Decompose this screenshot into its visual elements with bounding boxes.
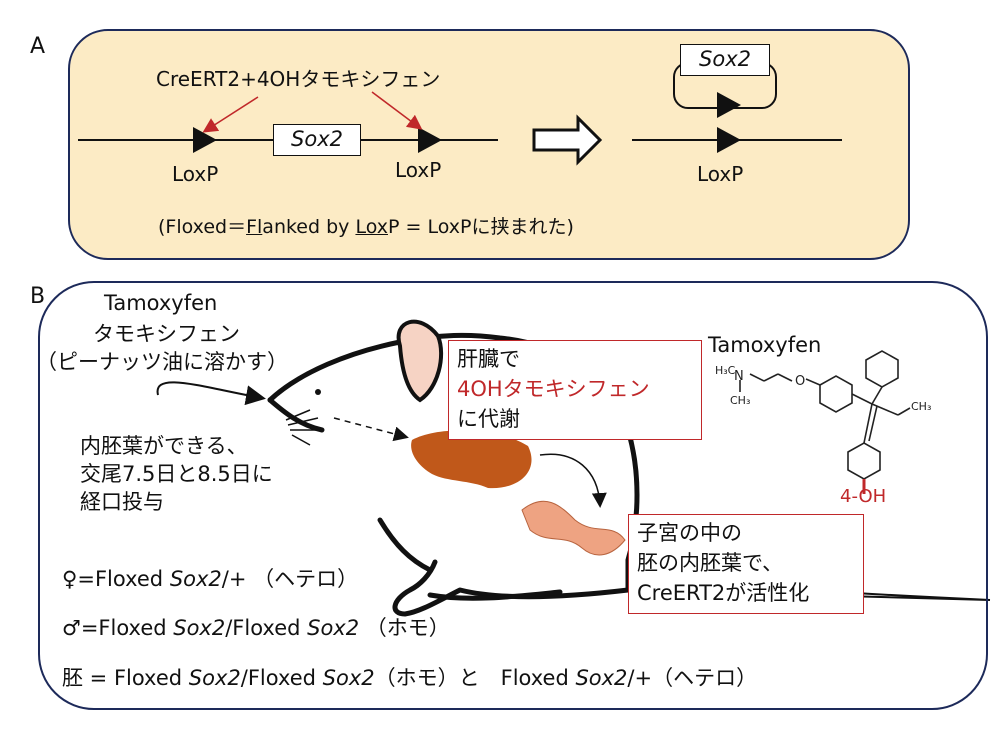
- embryo-mid-2: （ホモ）と Floxed: [374, 666, 576, 690]
- male-genotype: ♂=Floxed Sox2/Floxed Sox2 （ホモ）: [62, 612, 450, 642]
- female-gene: Sox2: [169, 567, 222, 591]
- mouse-ear: [396, 319, 444, 403]
- drug-name-en: Tamoxyfen: [104, 291, 218, 315]
- embryo-gene-3: Sox2: [575, 666, 628, 690]
- footnote-lox: Lox: [355, 216, 388, 238]
- footnote-fl: Fl: [246, 216, 263, 238]
- loxp-left-label: LoxP: [172, 162, 219, 186]
- embryo-genotype: 胚 = Floxed Sox2/Floxed Sox2（ホモ）と Floxed …: [62, 662, 757, 692]
- liver-to-embryo-arrow: [539, 453, 607, 508]
- uterus-line-2: 胚の内胚葉で、: [637, 551, 784, 575]
- dosing-line-3: 経口投与: [80, 490, 164, 514]
- structure-title: Tamoxyfen: [708, 333, 822, 357]
- mouse-whiskers: [285, 409, 320, 446]
- male-suffix: （ホモ）: [359, 616, 450, 640]
- loxp-left-triangle: [193, 127, 217, 153]
- floxed-footnote: (Floxed＝Flanked by LoxP = LoxPに挟まれた): [158, 212, 574, 239]
- liver-line-2: 4OHタモキシフェン: [457, 377, 650, 401]
- liver-line-1: 肝臓で: [457, 347, 520, 371]
- male-gene-2: Sox2: [307, 616, 360, 640]
- footnote-suffix: P = LoxPに挟まれた): [388, 216, 574, 238]
- mouse-eye: [315, 389, 321, 395]
- loxp-result-label: LoxP: [697, 162, 744, 186]
- footnote-anked: anked by: [262, 216, 356, 238]
- tamoxifen-structure: [739, 350, 911, 494]
- male-gene-1: Sox2: [173, 616, 226, 640]
- dose-arrow: [156, 381, 266, 406]
- female-prefix: ♀=Floxed: [62, 567, 170, 591]
- embryo-gene-2: Sox2: [322, 666, 375, 690]
- excised-gene-box: Sox2: [680, 44, 770, 76]
- embryo-prefix: 胚 = Floxed: [62, 666, 189, 690]
- male-mid: /Floxed: [225, 616, 308, 640]
- sox2-gene-label: Sox2: [291, 127, 343, 151]
- panel-b: [38, 281, 988, 710]
- embryo-shape: [521, 500, 626, 556]
- mouth-to-liver-arrow: [333, 417, 409, 442]
- embryo-gene-1: Sox2: [188, 666, 241, 690]
- enzyme-label: CreERT2+4OHタモキシフェン: [156, 67, 441, 91]
- result-arrow: [532, 114, 603, 166]
- red-arrow-left: [202, 96, 259, 133]
- loxp-right-label: LoxP: [395, 158, 442, 182]
- female-genotype: ♀=Floxed Sox2/+ （ヘテロ）: [62, 563, 358, 593]
- loxp-right-triangle: [418, 127, 442, 153]
- excised-loxp-triangle: [717, 92, 741, 118]
- female-suffix: /+ （ヘテロ）: [221, 567, 359, 591]
- footnote-prefix: (Floxed＝: [158, 216, 247, 238]
- uterus-line-1: 子宮の中の: [637, 521, 742, 545]
- structure-ch3-c: CH₃: [911, 400, 931, 413]
- dosing-line-2: 交尾7.5日と8.5日に: [80, 462, 273, 486]
- liver-callout: 肝臓で 4OHタモキシフェン に代謝: [448, 340, 702, 440]
- structure-n: N: [734, 369, 744, 384]
- panel-b-letter: B: [30, 284, 46, 309]
- drug-note: （ピーナッツ油に溶かす）: [36, 350, 288, 374]
- structure-4oh-label: 4-OH: [840, 486, 887, 507]
- liver-line-3: に代謝: [457, 407, 520, 431]
- male-prefix: ♂=Floxed: [62, 616, 174, 640]
- embryo-mid-1: /Floxed: [240, 666, 323, 690]
- embryo-suffix: /+（ヘテロ）: [627, 666, 758, 690]
- red-arrow-right: [371, 91, 423, 130]
- loxp-result-triangle: [717, 127, 741, 153]
- liver-shape: [411, 430, 532, 489]
- structure-o: O: [795, 374, 805, 389]
- sox2-gene-box: Sox2: [273, 124, 361, 156]
- structure-ch3-a: H₃C: [715, 364, 736, 377]
- drug-name-jp: タモキシフェン: [93, 322, 240, 346]
- excised-gene-label: Sox2: [699, 47, 751, 71]
- uterus-callout: 子宮の中の 胚の内胚葉で、 CreERT2が活性化: [628, 514, 864, 614]
- dosing-line-1: 内胚葉ができる、: [80, 434, 248, 458]
- uterus-line-3: CreERT2が活性化: [637, 581, 810, 605]
- structure-ch3-b: CH₃: [730, 394, 750, 407]
- panel-a-letter: A: [30, 34, 46, 59]
